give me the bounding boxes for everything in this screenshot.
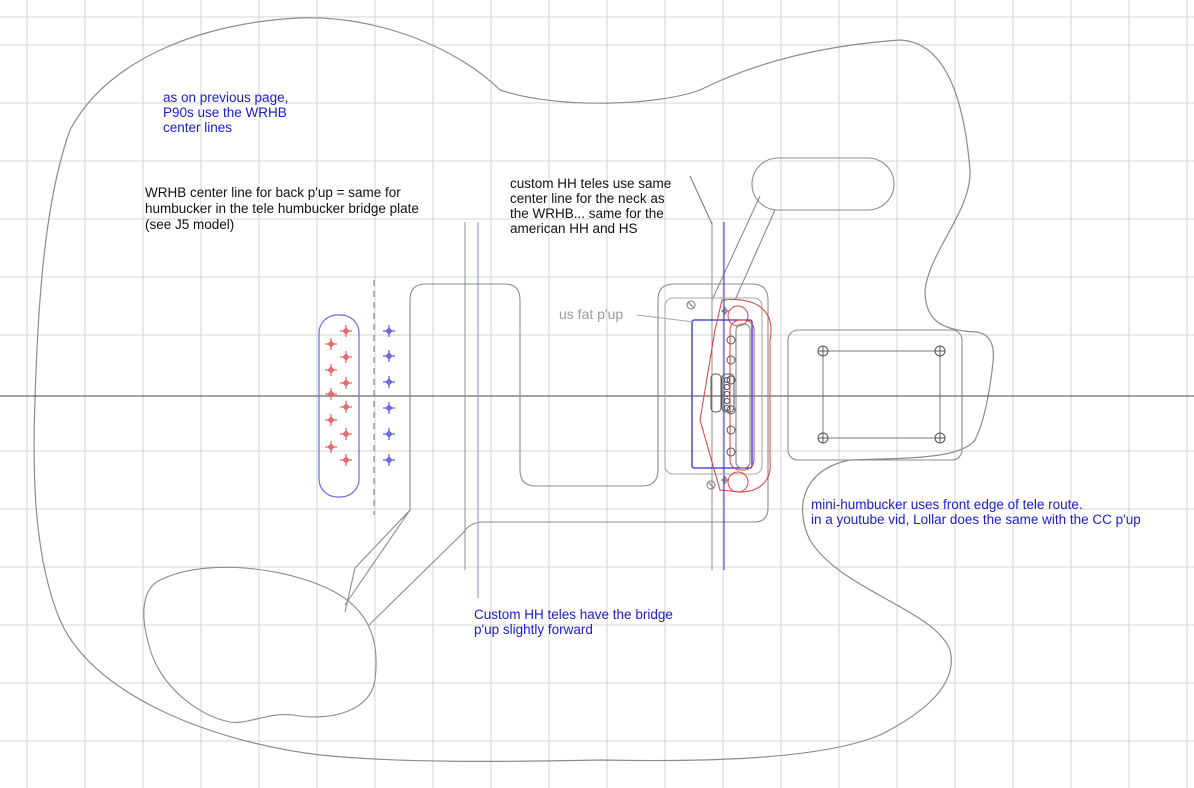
bridge-pole-slot xyxy=(710,373,722,413)
guitar-body-outline xyxy=(33,17,995,763)
custom-hh-bridge-note: Custom HH teles have the bridge p'up sli… xyxy=(474,607,673,637)
bridge-pole xyxy=(726,425,736,435)
mount-screw-slot xyxy=(707,481,715,489)
us-fat-pup-leader xyxy=(636,314,695,323)
upper-channel xyxy=(711,195,776,301)
neck-pole-marker xyxy=(343,404,349,410)
wrhb-pole-marker xyxy=(386,405,392,411)
mini-humbucker-note-line: mini-humbucker uses front edge of tele r… xyxy=(811,497,1083,512)
neck-screw-holes xyxy=(817,345,946,444)
mount-screws xyxy=(686,300,729,490)
bridge-pole-small xyxy=(723,390,731,398)
custom-hh-neck-note-line: american HH and HS xyxy=(510,221,638,236)
neck-pocket xyxy=(787,329,963,461)
bridge-pole xyxy=(726,447,736,457)
mini-humbucker-note-line: in a youtube vid, Lollar does the same w… xyxy=(811,512,1141,527)
wrhb-note-line: WRHB center line for back p'up = same fo… xyxy=(145,185,401,200)
mini-humbucker-core xyxy=(735,323,751,469)
neck-pole-marker xyxy=(328,391,334,397)
neck-pickup-outline xyxy=(318,314,360,498)
bridge-pole-slot xyxy=(721,373,735,413)
bridge-pole-small xyxy=(723,376,731,384)
bridge-pole xyxy=(726,405,736,415)
bridge-pole xyxy=(726,355,736,365)
custom-hh-neck-note-line: center line for the neck as xyxy=(510,191,665,206)
bridge-pole-small xyxy=(723,397,731,405)
custom-hh-neck-note-line: the WRHB... same for the xyxy=(510,206,664,221)
neck-plate xyxy=(822,350,941,439)
wrhb-pole-marker xyxy=(386,328,392,334)
neck-pole-marker xyxy=(328,341,334,347)
wrhb-note: WRHB center line for back p'up = same fo… xyxy=(145,185,419,232)
bridge-pole xyxy=(726,335,736,345)
mount-screw xyxy=(686,300,696,310)
mount-screw xyxy=(706,480,716,490)
wrhb-pole-marker xyxy=(386,353,392,359)
p90-note-line: center lines xyxy=(163,120,232,135)
tele-bridge-route xyxy=(664,297,763,475)
bridge-pickup-poles xyxy=(710,335,736,457)
bridge-pole xyxy=(726,375,736,385)
wrhb-note-line: humbucker in the tele humbucker bridge p… xyxy=(145,201,419,216)
bridge-screw-marker xyxy=(722,308,728,314)
p90-note: as on previous page, P90s use the WRHB c… xyxy=(163,90,288,135)
custom-hh-bridge-pickup xyxy=(691,319,753,469)
wrhb-pole-markers xyxy=(383,325,395,466)
control-cavity xyxy=(143,566,377,723)
neck-pole-marker xyxy=(343,431,349,437)
bridge-screw-marker xyxy=(722,477,728,483)
neck-pole-marker xyxy=(343,328,349,334)
mini-humbucker-inner xyxy=(729,319,755,471)
mini-humbucker-note: mini-humbucker uses front edge of tele r… xyxy=(811,497,1141,527)
neck-pole-marker xyxy=(343,457,349,463)
wrhb-pole-marker xyxy=(386,431,392,437)
custom-hh-neck-note-line: custom HH teles use same xyxy=(510,176,671,191)
neck-pole-marker xyxy=(343,380,349,386)
custom-hh-bridge-note-line: Custom HH teles have the bridge xyxy=(474,607,673,622)
wrhb-pole-marker xyxy=(386,457,392,463)
us-fat-pup-label: us fat p'up xyxy=(559,306,623,322)
middle-cavity-route xyxy=(344,283,769,627)
bridge-screw-top xyxy=(727,305,749,327)
bridge-pole-small xyxy=(723,383,731,391)
p90-note-line: P90s use the WRHB xyxy=(163,105,287,120)
mount-screw-slot xyxy=(687,301,695,309)
custom-hh-neck-note: custom HH teles use same center line for… xyxy=(510,176,671,236)
upper-oval-route xyxy=(751,157,895,211)
custom-hh-bridge-note-line: p'up slightly forward xyxy=(474,622,593,637)
neck-pole-marker xyxy=(343,354,349,360)
custom-hh-leader xyxy=(689,175,713,225)
wire-channel-edge xyxy=(344,509,411,606)
wrhb-note-line: (see J5 model) xyxy=(145,217,234,232)
wrhb-pole-marker xyxy=(386,379,392,385)
bridge-screw-bottom xyxy=(727,471,749,493)
neck-pickup-poles xyxy=(325,325,352,466)
neck-pole-marker xyxy=(328,417,334,423)
bridge-pole-small xyxy=(723,404,731,412)
neck-pole-marker xyxy=(328,367,334,373)
neck-pole-marker xyxy=(328,444,334,450)
p90-note-line: as on previous page, xyxy=(163,90,288,105)
